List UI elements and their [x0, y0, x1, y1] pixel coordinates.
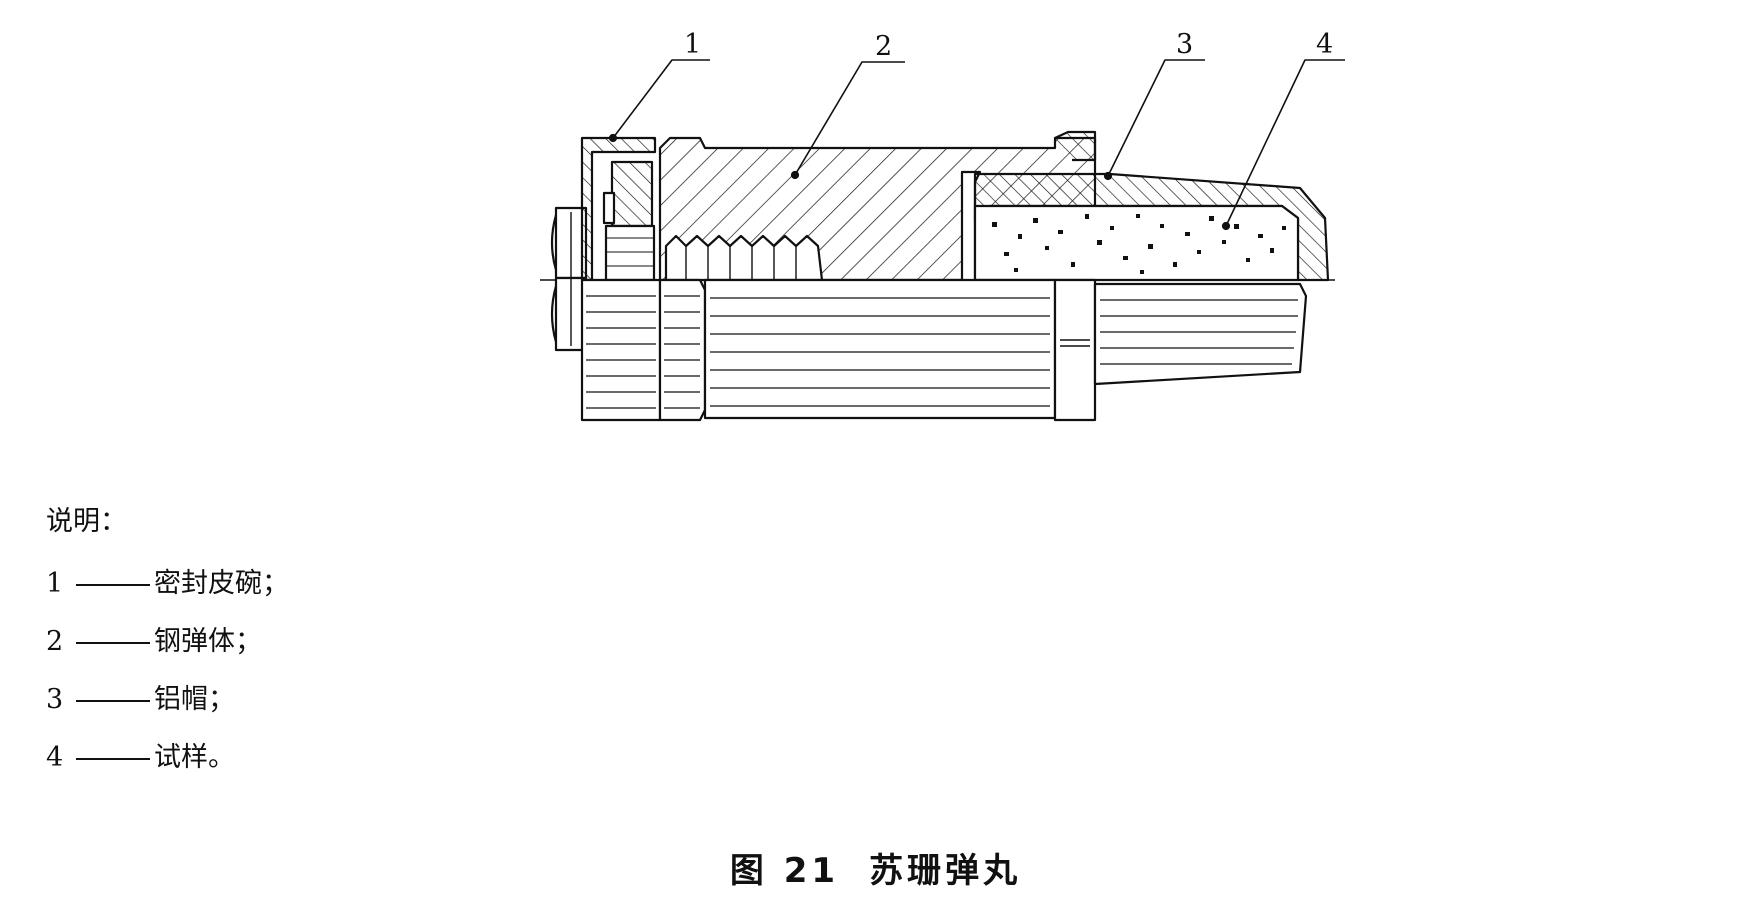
- legend-item-4: 4 试样。: [46, 744, 235, 771]
- callout-label-1: 1: [684, 29, 701, 60]
- legend-item-1: 1 密封皮碗；: [46, 570, 289, 597]
- legend-heading: 说明：: [46, 506, 127, 537]
- sealing-cup: [580, 133, 657, 282]
- callout-label-4: 4: [1316, 29, 1333, 60]
- callout-label-3: 3: [1176, 29, 1193, 60]
- callout-label-2: 2: [875, 31, 892, 62]
- projectile-exterior-view: [580, 278, 1308, 422]
- legend-number: 1: [46, 568, 64, 599]
- legend-number: 2: [46, 626, 64, 657]
- callout-leaders: [612, 59, 1345, 227]
- specimen: [973, 204, 1300, 282]
- legend-dash: [76, 757, 150, 760]
- legend-dash: [76, 699, 150, 702]
- legend-item-3: 3 铝帽；: [46, 686, 235, 713]
- legend-number: 3: [46, 684, 64, 715]
- legend-item-2: 2 钢弹体；: [46, 628, 262, 655]
- projectile-cross-section-drawing: 1 2 3 4: [540, 29, 1345, 422]
- figure-number: 图 21: [729, 851, 840, 891]
- legend-dash: [76, 641, 150, 644]
- legend-number: 4: [46, 742, 64, 773]
- legend-text: 钢弹体；: [154, 626, 262, 657]
- legend-text: 密封皮碗；: [154, 568, 289, 599]
- figure-caption: 图 21 苏珊弹丸: [0, 843, 1751, 892]
- figure-title: 苏珊弹丸: [869, 851, 1022, 891]
- legend-text: 铝帽；: [154, 684, 235, 715]
- legend-dash: [76, 583, 150, 586]
- legend-text: 试样。: [154, 742, 235, 773]
